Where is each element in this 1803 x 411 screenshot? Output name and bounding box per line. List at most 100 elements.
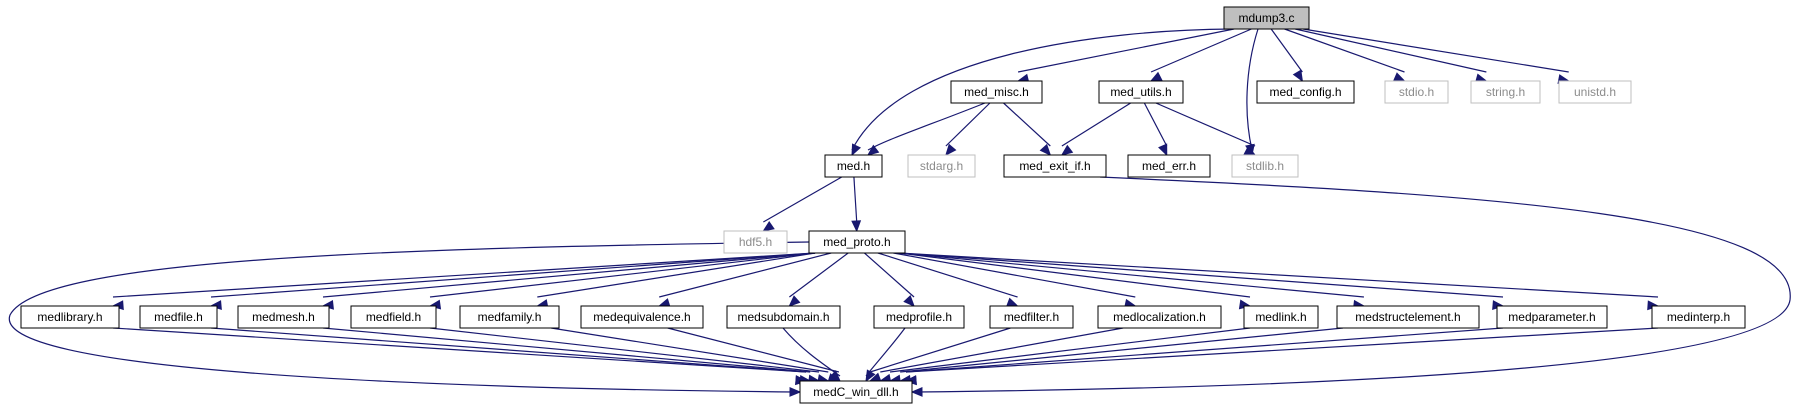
edge-med_misc_h-to-med_exit_if_h (1003, 102, 1052, 156)
edge-line (210, 327, 807, 373)
edge-line (1295, 28, 1487, 73)
node-med-utils-h[interactable]: med_utils.h (1098, 80, 1184, 104)
edge-line (877, 252, 1018, 298)
edge-mdump3_c-to-stdlib_h (1245, 28, 1259, 157)
edge-med_utils_h-to-med_exit_if_h (1060, 102, 1131, 156)
edge-line (550, 327, 829, 373)
edge-line (537, 252, 816, 298)
edge-line (1061, 102, 1131, 147)
edge-line (1270, 28, 1303, 73)
edge-line (1150, 28, 1252, 73)
node-box (799, 380, 913, 404)
node-medinterp-h[interactable]: medinterp.h (1651, 305, 1746, 329)
node-box (459, 305, 560, 329)
edge-line (112, 327, 807, 373)
nodes-layer: mdump3.c med_misc.h med_utils.h med_config.… (20, 6, 1746, 404)
edge-line (429, 252, 816, 298)
node-medequivalence-h[interactable]: medequivalence.h (580, 305, 704, 329)
edge-mdump3_c-to-med_config_h (1270, 28, 1304, 83)
node-medfilter-h[interactable]: medfilter.h (989, 305, 1074, 329)
edge-medequivalence_h-to-medC_win_dll_h (667, 327, 841, 383)
node-label: medmesh.h (252, 310, 315, 324)
arrowhead (1158, 143, 1168, 157)
node-box (1256, 80, 1355, 104)
edge-line (1003, 102, 1051, 147)
node-box (1243, 305, 1319, 329)
node-label: medsubdomain.h (737, 310, 829, 324)
node-medfield-h[interactable]: medfield.h (350, 305, 437, 329)
edges-layer (8, 28, 1791, 397)
node-label: med_exit_if.h (1019, 159, 1090, 173)
node-med-h[interactable]: med.h (824, 154, 883, 178)
node-med-exit-if-h[interactable]: med_exit_if.h (1003, 154, 1107, 178)
node-label: mdump3.c (1238, 11, 1294, 25)
edge-medlocalization_h-to-medC_win_dll_h (879, 327, 1124, 384)
node-box (1127, 154, 1211, 178)
arrowhead (1005, 297, 1019, 307)
node-label: stdio.h (1399, 85, 1434, 99)
node-box (907, 154, 976, 178)
arrowhead (1292, 69, 1304, 83)
node-box (989, 305, 1074, 329)
edge-med_misc_h-to-med_h (866, 102, 986, 156)
node-label: hdf5.h (739, 235, 772, 249)
node-medlibrary-h[interactable]: medlibrary.h (20, 305, 120, 329)
edge-line (916, 176, 1791, 393)
node-box (139, 305, 218, 329)
arrowhead (1392, 72, 1406, 82)
node-medfamily-h[interactable]: medfamily.h (459, 305, 560, 329)
node-label: med_config.h (1269, 85, 1341, 99)
arrowhead (828, 370, 841, 382)
node-med-config-h[interactable]: med_config.h (1256, 80, 1355, 104)
edge-line (429, 327, 820, 373)
edge-mdump3_c-to-med_h (851, 28, 1233, 157)
node-medsubdomain-h[interactable]: medsubdomain.h (726, 305, 841, 329)
node-label: medfilter.h (1004, 310, 1059, 324)
node-medmesh-h[interactable]: medmesh.h (237, 305, 330, 329)
edge-med_utils_h-to-med_err_h (1143, 102, 1168, 157)
edge-line (905, 327, 1504, 373)
arrowhead (1149, 71, 1163, 82)
node-box (1003, 154, 1107, 178)
edge-line (880, 327, 1124, 373)
node-medparameter-h[interactable]: medparameter.h (1496, 305, 1608, 329)
edge-line (1246, 28, 1259, 151)
edge-line (867, 102, 986, 151)
edge-med_utils_h-to-stdlib_h (1155, 102, 1257, 156)
node-medC-win-dll-h[interactable]: medC_win_dll.h (799, 380, 913, 404)
node-label: unistd.h (1574, 85, 1616, 99)
node-box (824, 154, 883, 178)
arrowhead (865, 369, 876, 383)
node-label: med_err.h (1142, 159, 1196, 173)
arrowhead (910, 386, 923, 397)
node-medlink-h[interactable]: medlink.h (1243, 305, 1319, 329)
node-med-misc-h[interactable]: med_misc.h (950, 80, 1043, 104)
node-box (808, 230, 906, 254)
edge-mdump3_c-to-string_h (1295, 28, 1488, 84)
edge-line (659, 252, 832, 298)
edge-med_proto_h-to-medC_win_dll_h (8, 241, 810, 397)
node-medlocalization-h[interactable]: medlocalization.h (1097, 305, 1222, 329)
edge-line (1284, 28, 1405, 73)
edge-line (8, 241, 810, 393)
edge-line (889, 327, 1251, 373)
edge-line (851, 28, 1233, 151)
node-label: medprofile.h (886, 310, 952, 324)
node-medfile-h[interactable]: medfile.h (139, 305, 218, 329)
node-med-err-h[interactable]: med_err.h (1127, 154, 1211, 178)
node-med-proto-h[interactable]: med_proto.h (808, 230, 906, 254)
edge-medmesh_h-to-medC_win_dll_h (322, 327, 812, 385)
edge-line (869, 327, 1011, 373)
node-label: medparameter.h (1508, 310, 1595, 324)
node-medprofile-h[interactable]: medprofile.h (873, 305, 965, 329)
node-mdump3-c[interactable]: mdump3.c (1223, 6, 1310, 30)
node-box (20, 305, 120, 329)
node-box (350, 305, 437, 329)
edge-med_proto_h-to-medsubdomain_h (788, 252, 849, 307)
node-box (723, 230, 788, 254)
arrowhead (788, 295, 801, 307)
edge-line (898, 252, 1659, 298)
node-medstructelement-h[interactable]: medstructelement.h (1336, 305, 1480, 329)
edge-med_exit_if_h-to-medC_win_dll_h (910, 176, 1791, 397)
